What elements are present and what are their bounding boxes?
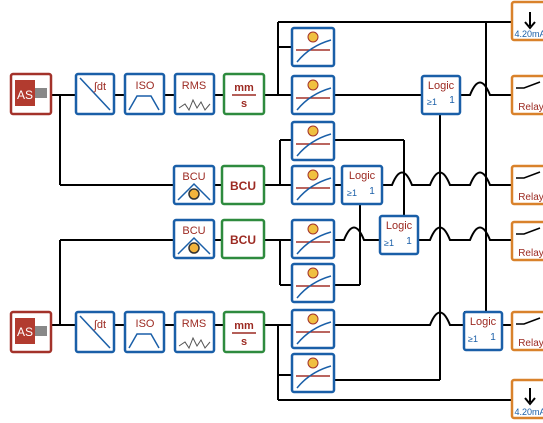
logic-value-4: 1 [490, 332, 496, 343]
integrator-label: ∫dt [93, 81, 106, 93]
bcu-value-block-upper: BCU [220, 164, 266, 206]
relay-label-3: Relay [518, 248, 543, 259]
sensor-block-top: AS [9, 72, 53, 116]
sensor-block-bottom: AS [9, 310, 53, 354]
iso-block-top: ISO [123, 72, 166, 116]
relay-label-1: Relay [518, 102, 543, 113]
logic-symbol: ≥1 [427, 97, 437, 107]
sensor-label-bottom: AS [17, 325, 33, 339]
unit-numerator: mm [234, 82, 254, 94]
iso-label-bottom: ISO [136, 318, 155, 330]
analog-output-top: 4.20mA [510, 0, 543, 42]
bcu-sensor-block-lower: BCU [172, 218, 216, 260]
logic-value: 1 [449, 95, 455, 106]
bcu-sensor-block-upper: BCU [172, 164, 216, 206]
logic-label-3: Logic [386, 220, 413, 232]
limit-block-3 [290, 120, 336, 162]
bcu-value-label: BCU [230, 179, 256, 193]
integrator-block-bottom: ∫dt [74, 310, 116, 354]
analog-label: 4.20mA [514, 29, 543, 39]
logic-label-2: Logic [349, 170, 376, 182]
integrator-label-bottom: ∫dt [93, 319, 106, 331]
sensor-label: AS [17, 88, 33, 102]
logic-symbol-3: ≥1 [384, 238, 394, 248]
integrator-block-top: ∫dt [74, 72, 116, 116]
relay-output-4: Relay [510, 310, 543, 352]
relay-label-4: Relay [518, 338, 543, 349]
unit-denominator-bottom: s [241, 336, 247, 348]
limit-block-4 [290, 164, 336, 206]
unit-numerator-bottom: mm [234, 320, 254, 332]
rms-block-bottom: RMS [173, 310, 216, 354]
limit-block-8 [290, 352, 336, 394]
rms-label-bottom: RMS [182, 318, 206, 330]
logic-block-1: Logic ≥1 1 [420, 74, 462, 116]
wires [52, 21, 512, 401]
logic-label-4: Logic [470, 316, 497, 328]
bcu-value-block-lower: BCU [220, 218, 266, 260]
logic-value-3: 1 [406, 236, 412, 247]
unit-block-top: mm s [222, 72, 266, 116]
bcu-sensor-label: BCU [182, 171, 205, 183]
limit-block-1 [290, 26, 336, 68]
logic-block-4: Logic ≥1 1 [462, 310, 504, 352]
iso-block-bottom: ISO [123, 310, 166, 354]
limit-block-6 [290, 262, 336, 304]
analog-label-bottom: 4.20mA [514, 407, 543, 417]
bcu-sensor-label-lower: BCU [182, 225, 205, 237]
analog-output-bottom: 4.20mA [510, 378, 543, 420]
logic-block-3: Logic ≥1 1 [378, 214, 420, 256]
rms-block-top: RMS [173, 72, 216, 116]
logic-block-2: Logic ≥1 1 [340, 164, 384, 206]
limit-block-7 [290, 308, 336, 350]
logic-label: Logic [428, 80, 455, 92]
limit-block-2 [290, 74, 336, 116]
logic-symbol-2: ≥1 [347, 188, 357, 198]
relay-output-1: Relay [510, 74, 543, 116]
bcu-value-label-lower: BCU [230, 233, 256, 247]
relay-output-2: Relay [510, 164, 543, 206]
logic-symbol-4: ≥1 [468, 334, 478, 344]
limit-block-5 [290, 218, 336, 260]
iso-label: ISO [136, 80, 155, 92]
relay-label-2: Relay [518, 192, 543, 203]
unit-block-bottom: mm s [222, 310, 266, 354]
unit-denominator: s [241, 98, 247, 110]
logic-value-2: 1 [369, 186, 375, 197]
relay-output-3: Relay [510, 220, 543, 262]
rms-label: RMS [182, 80, 206, 92]
